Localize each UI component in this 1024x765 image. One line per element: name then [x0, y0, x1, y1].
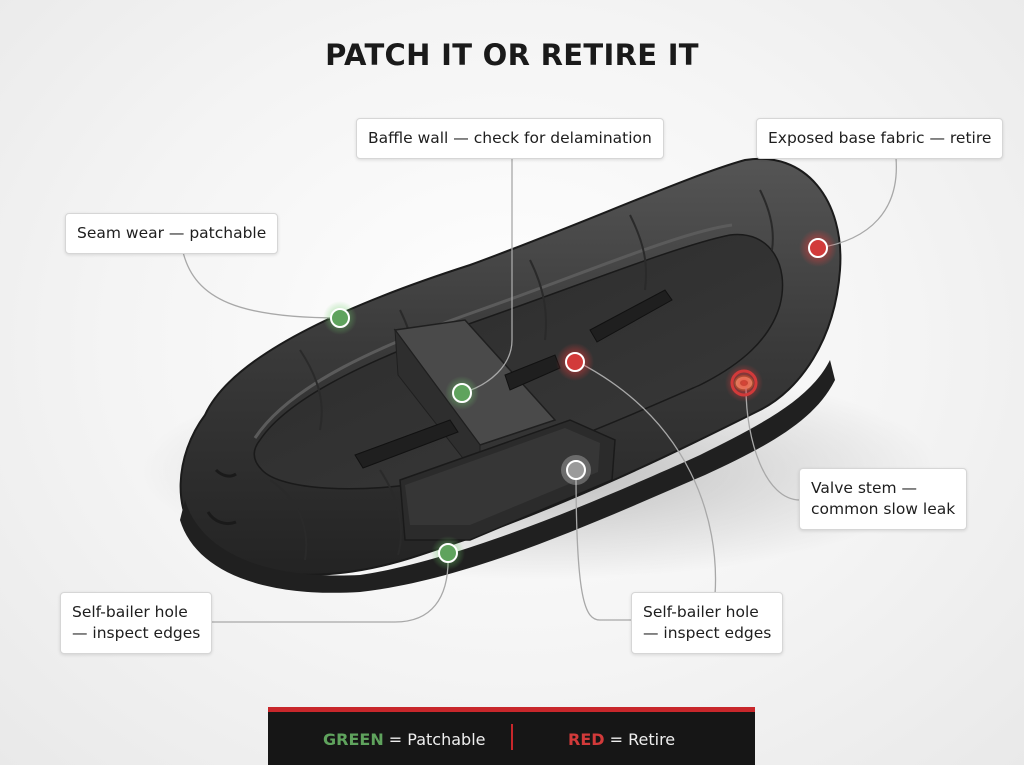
callout-self-bailer-left: Self-bailer hole — inspect edges: [60, 592, 213, 654]
leader-valve: [745, 387, 801, 501]
marker-bailer-right: [561, 455, 591, 485]
self-bailer-well-inner: [405, 428, 600, 525]
leader-seam-wear: [182, 251, 341, 319]
callout-seam-wear-text: Seam wear — patchable: [77, 224, 267, 242]
callout-seam-wear: Seam wear — patchable: [65, 213, 279, 254]
legend-red-word: RED: [568, 730, 605, 749]
markers: [323, 229, 837, 570]
leader-bailer-right-gray: [575, 469, 632, 621]
legend-green: GREEN = Patchable: [323, 730, 485, 749]
raft-handles: [206, 468, 237, 526]
callout-valve-stem-line1: Valve stem —: [811, 479, 918, 497]
callout-exposed-base: Exposed base fabric — retire: [756, 118, 1004, 159]
legend-bar: GREEN = Patchable RED = Retire: [268, 707, 755, 765]
marker-exposed-base: [799, 229, 837, 267]
callout-valve-stem: Valve stem — common slow leak: [799, 468, 968, 530]
callout-baffle-wall-text: Baffle wall — check for delamination: [368, 129, 652, 147]
callout-exposed-base-text: Exposed base fabric — retire: [768, 129, 992, 147]
legend-green-text: = Patchable: [383, 730, 486, 749]
legend-divider: [511, 724, 513, 750]
raft-inner-rim: [253, 223, 733, 439]
marker-floor-red: [556, 343, 594, 381]
legend-red-text: = Retire: [604, 730, 676, 749]
raft-hull-band: [180, 360, 835, 593]
callout-baffle-wall: Baffle wall — check for delamination: [356, 118, 664, 159]
leader-bailer-right-red: [577, 361, 717, 596]
callout-valve-stem-line2: common slow leak: [811, 500, 956, 518]
marker-valve: [725, 364, 763, 402]
marker-seam-wear: [323, 301, 357, 335]
callout-self-bailer-right: Self-bailer hole — inspect edges: [631, 592, 784, 654]
tube-seams: [269, 189, 774, 561]
callout-self-bailer-left-line2: — inspect edges: [72, 624, 201, 642]
marker-baffle: [445, 376, 479, 410]
callout-self-bailer-right-line1: Self-bailer hole: [643, 603, 759, 621]
page-title: PATCH IT OR RETIRE IT: [325, 38, 699, 72]
marker-bailer-left: [431, 536, 465, 570]
callout-self-bailer-right-line2: — inspect edges: [643, 624, 772, 642]
raft-body: [179, 157, 842, 593]
callout-self-bailer-left-line1: Self-bailer hole: [72, 603, 188, 621]
legend-green-word: GREEN: [323, 730, 384, 749]
legend-red: RED = Retire: [568, 730, 675, 749]
